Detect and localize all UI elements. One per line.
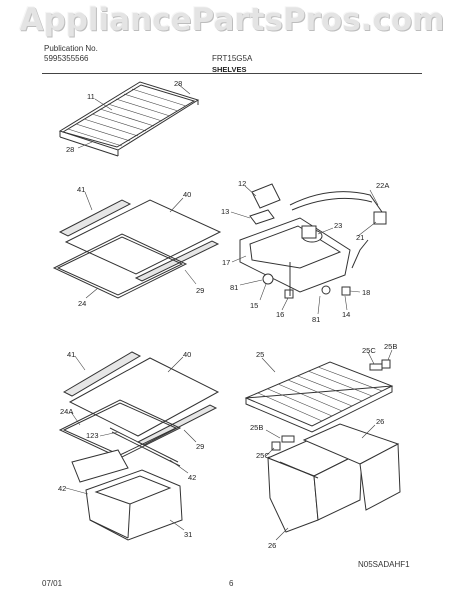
header-divider (42, 73, 422, 74)
section-title: SHELVES (212, 65, 247, 74)
leader-26b (275, 527, 289, 541)
leader-21 (357, 221, 377, 237)
callout-25b2: 25B (250, 423, 263, 432)
control-assembly (239, 183, 387, 299)
callout-29a: 29 (196, 286, 204, 295)
glass-shelf-lower (58, 351, 220, 467)
callout-25b1: 25B (384, 342, 397, 351)
leader-28b (77, 141, 93, 149)
leader-25c2 (265, 447, 275, 457)
callout-24a: 24A (60, 407, 73, 416)
callout-21: 21 (356, 233, 364, 242)
callout-22a: 22A (376, 181, 389, 190)
callout-42b: 42 (58, 484, 66, 493)
callout-42a: 42 (188, 473, 196, 482)
model-number: FRT15G5A (212, 54, 253, 63)
publication-label: Publication No. (44, 44, 98, 53)
callout-41b: 41 (67, 350, 75, 359)
callout-41a: 41 (77, 185, 85, 194)
page-number: 6 (229, 579, 234, 588)
leader-15 (259, 283, 267, 301)
footer-date: 07/01 (42, 579, 63, 588)
callout-23: 23 (334, 221, 342, 230)
callout-25: 25 (256, 350, 264, 359)
callout-40b: 40 (183, 350, 191, 359)
drawing-code: N05SADAHF1 (358, 560, 410, 569)
leader-17 (231, 255, 247, 263)
callout-12: 12 (238, 179, 246, 188)
leader-40b (167, 356, 184, 373)
callout-15: 15 (250, 301, 258, 310)
leader-29a (184, 269, 197, 285)
leader-24 (85, 287, 99, 299)
callout-40a: 40 (183, 190, 191, 199)
callout-26a: 26 (376, 417, 384, 426)
leader-25 (261, 357, 276, 373)
leader-14 (344, 295, 348, 311)
callout-24: 24 (78, 299, 86, 308)
callout-25c1: 25C (362, 346, 376, 355)
callout-11: 11 (87, 92, 95, 101)
callout-28b: 28 (66, 145, 74, 154)
leader-23 (317, 227, 334, 235)
leader-13 (230, 211, 251, 219)
leader-24a (70, 411, 81, 426)
wire-shelf (58, 81, 200, 157)
callout-123: 123 (86, 431, 99, 440)
callout-16: 16 (276, 310, 284, 319)
leader-11 (94, 98, 113, 111)
leader-28a (177, 83, 191, 95)
leader-12 (244, 185, 257, 197)
callout-81b: 81 (312, 315, 320, 324)
publication-number: 5995355566 (44, 54, 89, 63)
leader-40a (169, 197, 184, 213)
callout-81a: 81 (230, 283, 238, 292)
leader-25b1 (387, 349, 393, 361)
callout-13: 13 (221, 207, 229, 216)
leader-31 (169, 519, 185, 531)
leader-42a (169, 459, 189, 474)
leader-123 (99, 431, 119, 437)
leader-41a (84, 191, 93, 211)
callout-29b: 29 (196, 442, 204, 451)
leader-25b2 (265, 429, 281, 439)
crisper-drawer-left (71, 449, 183, 541)
callout-31: 31 (184, 530, 192, 539)
callout-26b: 26 (268, 541, 276, 550)
callout-18: 18 (362, 288, 370, 297)
leader-26a (361, 424, 376, 439)
leader-25c1 (367, 351, 375, 365)
leader-18 (349, 290, 361, 293)
crisper-drawer-right (266, 423, 401, 533)
leader-81a (239, 279, 263, 286)
leader-22a (369, 189, 379, 206)
leader-42b (65, 487, 89, 495)
watermark-logo: AppliancePartsPros.com (19, 2, 445, 38)
leader-16 (281, 297, 289, 311)
leader-29b (183, 429, 197, 443)
callout-28a: 28 (174, 79, 182, 88)
crisper-cover (244, 359, 394, 451)
leader-81b (317, 295, 321, 315)
callout-17: 17 (222, 258, 230, 267)
leader-41b (74, 355, 86, 371)
callout-25c2: 25C (256, 451, 270, 460)
glass-shelf-upper (52, 199, 222, 299)
callout-14: 14 (342, 310, 350, 319)
